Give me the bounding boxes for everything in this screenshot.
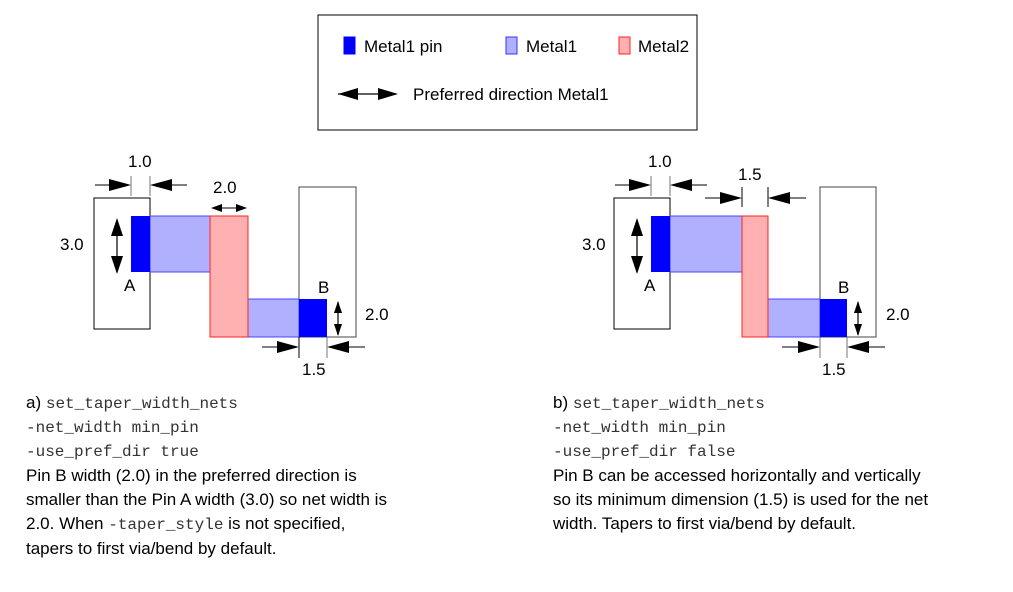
caption-a-text-3: 2.0. When -taper_style is not specified, xyxy=(26,512,387,537)
metal2-segment xyxy=(209,215,249,338)
dim-pin-a-width: 1.0 xyxy=(648,152,672,171)
dim-pin-a-width: 1.0 xyxy=(128,152,152,171)
dim-pin-a-height: 3.0 xyxy=(582,235,606,254)
legend-swatch-metal1-pin xyxy=(343,36,356,55)
dim-pin-b-height: 2.0 xyxy=(365,305,389,324)
dim-pin-b-width: 1.5 xyxy=(302,360,326,379)
pin-a xyxy=(131,216,150,272)
pin-b xyxy=(820,299,847,337)
caption-b-text-3: width. Tapers to first via/bend by defau… xyxy=(553,514,857,533)
legend-label-metal2: Metal2 xyxy=(638,37,689,56)
dim-net-width: 2.0 xyxy=(213,178,237,197)
caption-a-text-2: smaller than the Pin A width (3.0) so ne… xyxy=(26,490,387,509)
caption-a-text-3b: is not specified, xyxy=(223,514,346,533)
metal1-segment-lower xyxy=(247,298,300,338)
pin-b-label: B xyxy=(838,278,849,297)
pin-a-label: A xyxy=(644,276,656,295)
pin-a-direction-arrow xyxy=(631,218,643,274)
pin-a-direction-arrow xyxy=(111,218,123,274)
caption-a-text-3a: 2.0. When xyxy=(26,514,109,533)
legend-label-preferred-direction: Preferred direction Metal1 xyxy=(413,85,609,104)
caption-b: b) set_taper_width_nets -net_width min_p… xyxy=(553,391,928,536)
caption-a-option-net-width: -net_width min_pin xyxy=(26,419,199,437)
dim-pin-b-width: 1.5 xyxy=(822,360,846,379)
metal1-segment-upper xyxy=(149,215,211,273)
net-width-arrow xyxy=(211,204,247,212)
caption-a-prefix: a) xyxy=(26,393,46,412)
legend: Metal1 pin Metal1 Metal2 Preferred direc… xyxy=(317,14,698,131)
dim-arrow-in xyxy=(615,179,707,191)
caption-b-option-use-pref-dir: -use_pref_dir false xyxy=(553,443,736,461)
pin-b-direction-arrow xyxy=(854,301,862,336)
pin-a xyxy=(651,216,670,272)
caption-b-prefix: b) xyxy=(553,393,573,412)
caption-a-option-use-pref-dir: -use_pref_dir true xyxy=(26,443,199,461)
legend-label-metal1: Metal1 xyxy=(526,37,577,56)
pin-b-access-box xyxy=(819,186,877,338)
diagram-b: 3.0 A 1.0 1.5 B 2.0 xyxy=(582,152,910,379)
pin-b xyxy=(299,299,327,337)
dim-arrow-in xyxy=(262,341,365,353)
caption-a-taper-style-code: -taper_style xyxy=(108,516,224,534)
caption-a: a) set_taper_width_nets -net_width min_p… xyxy=(26,391,387,561)
metal1-segment-upper xyxy=(669,215,743,273)
dim-pin-b-height: 2.0 xyxy=(886,305,910,324)
double-arrow-icon xyxy=(338,88,398,100)
legend-swatch-metal1 xyxy=(505,36,518,55)
caption-b-cmd: set_taper_width_nets xyxy=(572,395,765,413)
legend-box xyxy=(317,14,698,131)
dim-net-width: 1.5 xyxy=(738,165,762,184)
caption-b-command-line: b) set_taper_width_nets xyxy=(553,391,928,416)
caption-a-cmd: set_taper_width_nets xyxy=(45,395,238,413)
caption-a-text-4: tapers to first via/bend by default. xyxy=(26,539,277,558)
diagram-a: 3.0 A 1.0 2.0 B 2.0 xyxy=(60,152,389,379)
metal2-segment xyxy=(741,215,769,338)
legend-swatch-metal2 xyxy=(618,36,631,55)
caption-b-option-net-width: -net_width min_pin xyxy=(553,419,726,437)
dim-pin-a-height: 3.0 xyxy=(60,235,84,254)
metal1-segment-lower xyxy=(767,298,821,338)
caption-b-text-2: so its minimum dimension (1.5) is used f… xyxy=(553,490,929,509)
dim-arrow-in xyxy=(705,192,806,204)
caption-a-command-line: a) set_taper_width_nets xyxy=(26,391,387,416)
pin-b-direction-arrow xyxy=(334,301,342,336)
caption-a-text-1: Pin B width (2.0) in the preferred direc… xyxy=(26,466,357,485)
pin-b-label: B xyxy=(318,278,329,297)
legend-label-metal1-pin: Metal1 pin xyxy=(364,37,442,56)
caption-b-text-1: Pin B can be accessed horizontally and v… xyxy=(553,466,921,485)
dim-arrow-in xyxy=(782,341,885,353)
dim-arrow-in xyxy=(95,179,187,191)
pin-a-label: A xyxy=(124,276,136,295)
